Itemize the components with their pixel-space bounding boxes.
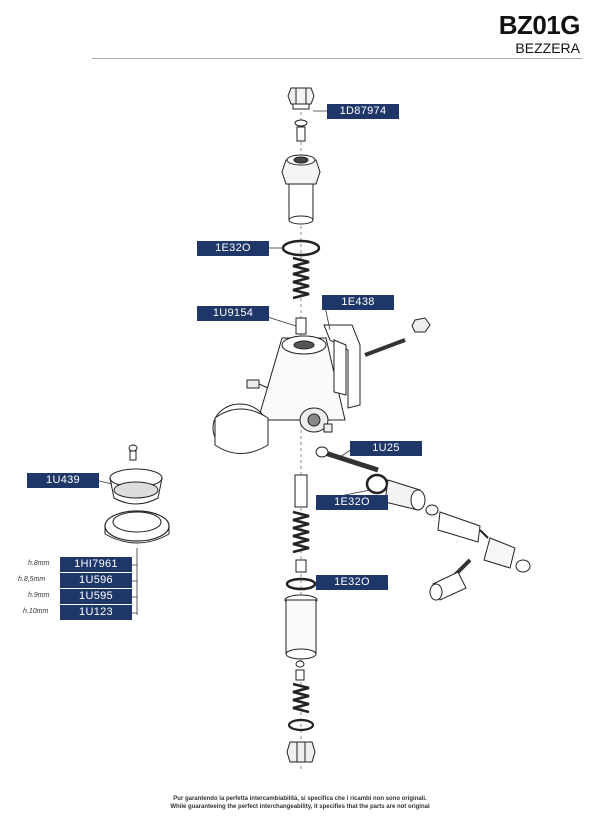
bottom-nut bbox=[286, 741, 316, 763]
height-8mm: h.8mm bbox=[28, 560, 50, 567]
part-label-1u595[interactable]: 1U595 bbox=[60, 589, 132, 604]
part-label-1e32o-top[interactable]: 1E32O bbox=[197, 241, 269, 256]
part-label-1u596[interactable]: 1U596 bbox=[60, 573, 132, 588]
mid-nut bbox=[323, 423, 333, 433]
height-9mm: h.9mm bbox=[28, 592, 50, 599]
part-label-1e32o-mid[interactable]: 1E32O bbox=[316, 495, 388, 510]
diagram-code: BZ01G bbox=[498, 10, 581, 40]
left-screw bbox=[246, 379, 269, 389]
spring-upper bbox=[292, 256, 310, 300]
gasket-ring bbox=[104, 510, 170, 544]
oring-bottom bbox=[287, 718, 315, 732]
lower-valve-body bbox=[284, 594, 318, 660]
lower-washer bbox=[295, 660, 305, 668]
upper-valve-body bbox=[281, 154, 321, 225]
lever-assembly bbox=[384, 479, 531, 601]
middle-bush bbox=[295, 559, 307, 573]
height-8-5mm: h.8,5mm bbox=[18, 576, 46, 583]
part-label-1u9154[interactable]: 1U9154 bbox=[197, 306, 269, 321]
part-label-1u25[interactable]: 1U25 bbox=[350, 441, 422, 456]
lower-pin bbox=[294, 474, 308, 508]
part-label-1u439[interactable]: 1U439 bbox=[27, 473, 99, 488]
part-label-1e32o-low[interactable]: 1E32O bbox=[316, 575, 388, 590]
group-head-body bbox=[212, 335, 346, 454]
cap-nut bbox=[287, 87, 315, 110]
spring-lower bbox=[292, 682, 310, 714]
disclaimer-italian: Pur garantendo la perfetta intercambiabi… bbox=[173, 796, 427, 802]
lever-shaft bbox=[315, 446, 379, 473]
spring-middle bbox=[292, 510, 310, 554]
height-10mm: h.10mm bbox=[23, 608, 49, 615]
part-label-1hi7961[interactable]: 1HI7961 bbox=[60, 557, 132, 572]
oring-lower bbox=[285, 577, 317, 591]
lever-bracket bbox=[323, 324, 361, 409]
part-label-1u123[interactable]: 1U123 bbox=[60, 605, 132, 620]
shower-screen bbox=[109, 444, 163, 505]
part-label-1e438[interactable]: 1E438 bbox=[322, 295, 394, 310]
valve-pin bbox=[295, 317, 307, 335]
part-label-1d87974[interactable]: 1D87974 bbox=[327, 104, 399, 119]
lower-pin-small bbox=[295, 669, 305, 681]
side-bolt bbox=[364, 317, 431, 357]
disclaimer-english: While guaranteeing the perfect interchan… bbox=[170, 804, 430, 810]
top-washer bbox=[294, 119, 308, 127]
brand-name: BEZZERA bbox=[515, 40, 580, 56]
top-pin bbox=[296, 126, 306, 142]
header-divider bbox=[92, 58, 582, 59]
